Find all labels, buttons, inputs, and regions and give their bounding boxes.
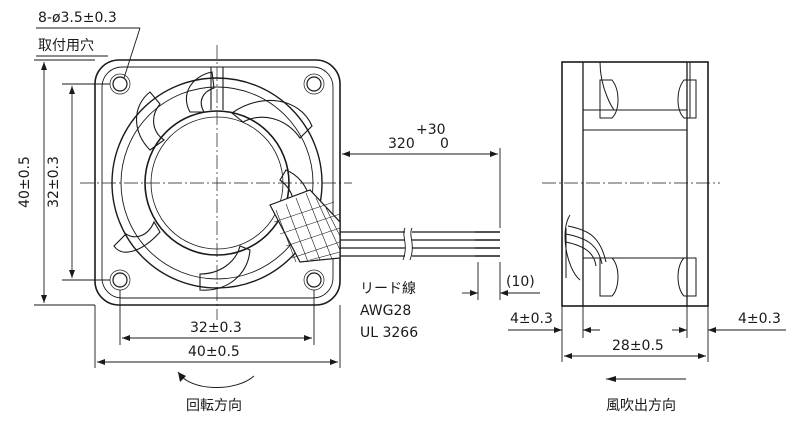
dim-strip-length [462, 262, 540, 300]
lead-wires [340, 227, 500, 261]
side-view [542, 61, 720, 307]
blade-5 [136, 91, 165, 151]
width-outer-label: 40±0.5 [188, 344, 240, 360]
wire-length-tol-minus: 0 [440, 136, 449, 152]
mounting-holes [109, 73, 325, 291]
hole-top-right [306, 76, 322, 92]
hole-spec-leader [36, 27, 141, 79]
hole-note-label: 取付用穴 [38, 38, 94, 54]
wire-gauge-label: AWG28 [360, 303, 412, 319]
airflow-arrow [606, 376, 686, 382]
side-body-outline [561, 61, 709, 307]
dim-width-outer [94, 305, 341, 368]
side-flange-left-label: 4±0.3 [510, 311, 553, 327]
wire-name-label: リード線 [360, 281, 416, 297]
rotation-arrow [177, 371, 255, 388]
strip-length-label: (10) [506, 274, 535, 290]
dim-width-pitch [119, 290, 315, 345]
front-view [80, 45, 352, 320]
height-pitch-label: 32±0.3 [46, 156, 62, 208]
height-outer-label: 40±0.5 [17, 156, 33, 208]
width-pitch-label: 32±0.3 [190, 320, 242, 336]
wire-length-tol-plus: +30 [416, 122, 446, 138]
hole-spec-label: 8-ø3.5±0.3 [38, 10, 117, 26]
wire-length-main: 320 [388, 136, 415, 152]
side-lower-bosses [599, 257, 697, 297]
side-wire-exit [564, 214, 607, 281]
side-depth-label: 28±0.5 [612, 338, 664, 354]
side-flange-right-label: 4±0.3 [738, 311, 781, 327]
wire-standard-label: UL 3266 [360, 325, 419, 341]
side-upper-bosses [583, 61, 697, 131]
blade-6 [185, 71, 215, 113]
blade-1 [231, 100, 313, 139]
blade-4 [113, 220, 161, 253]
top-strut [210, 67, 224, 110]
fan-frame-outline [94, 59, 341, 306]
hole-top-left [112, 76, 128, 92]
fan-frame-inner [101, 66, 334, 299]
blade-3 [199, 245, 251, 291]
dim-wire-length [339, 148, 501, 228]
airflow-label: 風吹出方向 [606, 398, 676, 414]
rotation-label: 回転方向 [186, 398, 242, 414]
cable-cover [269, 189, 341, 263]
dim-height-outer [34, 59, 95, 306]
fan-blades [113, 71, 313, 291]
front-centre-lines [80, 45, 352, 320]
dim-side-flanges [508, 306, 786, 362]
hole-bottom-right [306, 272, 322, 288]
dim-side-depth [564, 353, 706, 359]
dim-height-pitch [62, 83, 110, 281]
hole-bottom-left [112, 272, 128, 288]
